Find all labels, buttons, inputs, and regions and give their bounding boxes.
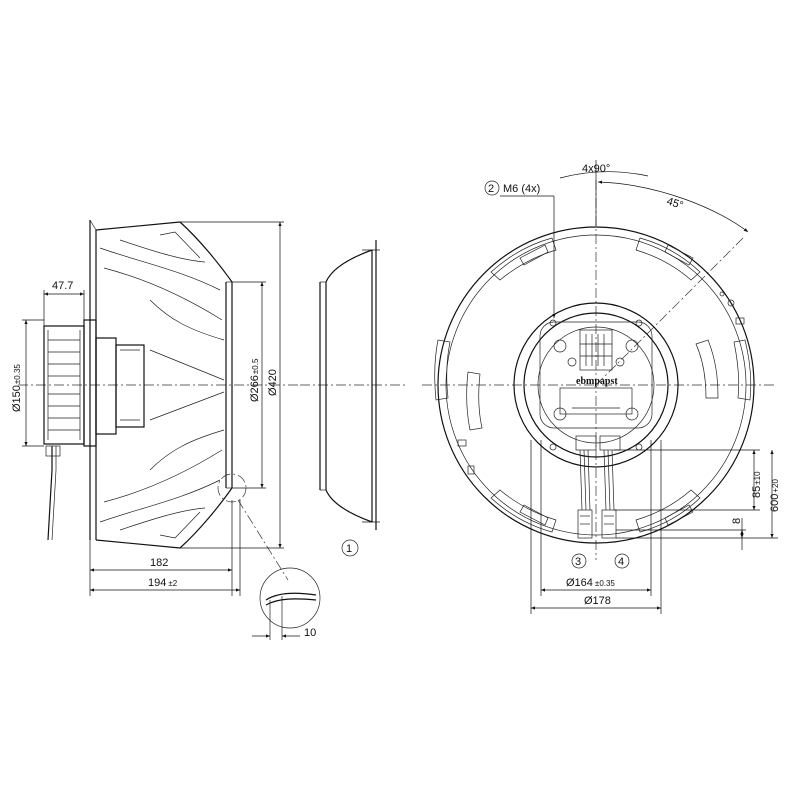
- dimension-85: 85±10: [614, 449, 763, 511]
- dimension-8: 8: [616, 518, 746, 550]
- label-600: 600+20: [769, 479, 781, 512]
- front-view: ebmpapst 2: [422, 160, 781, 614]
- label-178: Ø178: [584, 595, 611, 607]
- callout-3-circle: [571, 553, 587, 569]
- outer-ring: [437, 226, 755, 544]
- label-47-7: 47.7: [52, 280, 73, 292]
- impeller-outline: [95, 221, 233, 549]
- label-4x90: 4x90°: [582, 163, 610, 175]
- dimension-194: 194±2: [90, 500, 241, 596]
- label-10: 10: [304, 627, 316, 639]
- dimension-182: 182: [89, 500, 233, 596]
- dimension-266: Ø266±0.5: [232, 281, 266, 489]
- dimension-164: Ø164±0.35: [540, 440, 652, 596]
- motor-body: [43, 319, 145, 541]
- label-150: Ø150±0.35: [11, 364, 23, 412]
- dimension-150: Ø150±0.35: [11, 319, 44, 447]
- label-164: Ø164±0.35: [566, 577, 615, 589]
- dimension-178: Ø178: [530, 440, 662, 614]
- label-8: 8: [731, 518, 743, 524]
- dimension-10: 10: [252, 627, 316, 639]
- detail-view: [259, 567, 321, 640]
- label-420: Ø420: [267, 369, 279, 396]
- label-85: 85±10: [751, 471, 763, 498]
- ring-slots: [434, 237, 752, 533]
- cable-glands: [575, 435, 621, 539]
- callout-2-screw: 2 M6 (4x): [484, 180, 556, 318]
- side-view: 47.7 Ø150±0.35 Ø266±0.5 Ø420: [11, 219, 321, 640]
- label-45: 45°: [665, 195, 685, 212]
- inlet-ring-view: 1: [300, 240, 405, 557]
- callout-4-circle: [614, 553, 630, 569]
- motor-face: ebmpapst: [553, 329, 639, 421]
- detail-leader: [237, 499, 289, 581]
- angle-45: 45°: [597, 180, 749, 233]
- callout-3: 3: [575, 556, 581, 568]
- hub-ring: [513, 302, 679, 468]
- dimension-47-7: 47.7: [43, 280, 85, 326]
- label-266: Ø266±0.5: [249, 358, 261, 402]
- callout-2: 2: [488, 183, 494, 195]
- logo-text: ebmpapst: [576, 376, 618, 387]
- callout-1: 1: [346, 543, 352, 555]
- callout-1-circle: [341, 539, 359, 557]
- callout-4: 4: [618, 556, 624, 568]
- dimension-600: 600+20: [616, 450, 781, 539]
- label-194: 194±2: [148, 577, 178, 589]
- back-plate: [89, 219, 97, 540]
- label-182: 182: [150, 557, 168, 569]
- dimension-420: Ø420: [180, 221, 284, 549]
- front-diag-centerline: [595, 235, 746, 386]
- angle-4x90: 4x90°: [559, 160, 649, 226]
- screw-label: M6 (4x): [503, 183, 540, 195]
